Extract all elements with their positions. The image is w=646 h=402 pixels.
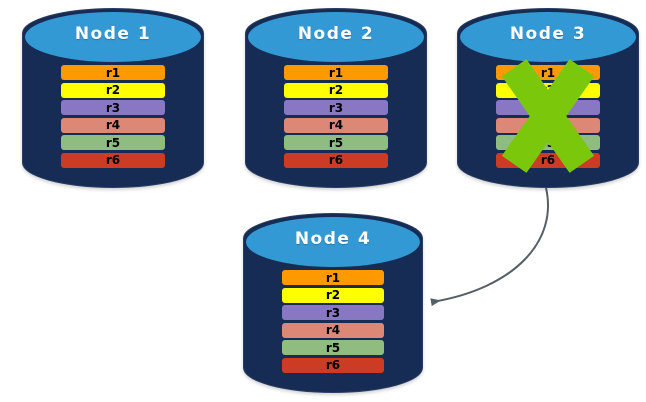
record-row-r5[interactable]: r5 xyxy=(61,135,165,150)
record-row-r3[interactable]: r3 xyxy=(496,100,600,115)
cylinder-top-ellipse xyxy=(24,11,202,63)
record-row-r6[interactable]: r6 xyxy=(496,152,600,168)
record-row-r4[interactable]: r4 xyxy=(282,322,384,338)
cylinder-top-ellipse xyxy=(247,11,425,63)
record-rows: r1 r2 r3 r4 r5 r6 xyxy=(245,8,427,188)
record-row-r5[interactable]: r5 xyxy=(282,340,384,355)
record-row-r2[interactable]: r2 xyxy=(282,287,384,303)
record-rows: r1 r2 r3 r4 r5 r6 xyxy=(457,8,639,188)
record-row-r3[interactable]: r3 xyxy=(61,100,165,115)
record-row-r6[interactable]: r6 xyxy=(282,357,384,373)
record-row-r1[interactable]: r1 xyxy=(496,65,600,80)
record-row-r4[interactable]: r4 xyxy=(284,117,388,133)
record-row-r5[interactable]: r5 xyxy=(284,135,388,150)
cylinder-top-ellipse xyxy=(245,216,421,268)
record-row-r5[interactable]: r5 xyxy=(496,135,600,150)
record-rows: r1 r2 r3 r4 r5 r6 xyxy=(22,8,204,188)
record-row-r2[interactable]: r2 xyxy=(496,82,600,98)
record-row-r3[interactable]: r3 xyxy=(282,305,384,320)
record-row-r2[interactable]: r2 xyxy=(61,82,165,98)
record-row-r4[interactable]: r4 xyxy=(61,117,165,133)
record-row-r6[interactable]: r6 xyxy=(284,152,388,168)
record-row-r4[interactable]: r4 xyxy=(496,117,600,133)
record-row-r1[interactable]: r1 xyxy=(284,65,388,80)
record-row-r1[interactable]: r1 xyxy=(61,65,165,80)
record-rows: r1 r2 r3 r4 r5 r6 xyxy=(243,213,423,393)
record-row-r6[interactable]: r6 xyxy=(61,152,165,168)
record-row-r3[interactable]: r3 xyxy=(284,100,388,115)
record-row-r1[interactable]: r1 xyxy=(282,270,384,285)
record-row-r2[interactable]: r2 xyxy=(284,82,388,98)
cylinder-top-ellipse xyxy=(459,11,637,63)
